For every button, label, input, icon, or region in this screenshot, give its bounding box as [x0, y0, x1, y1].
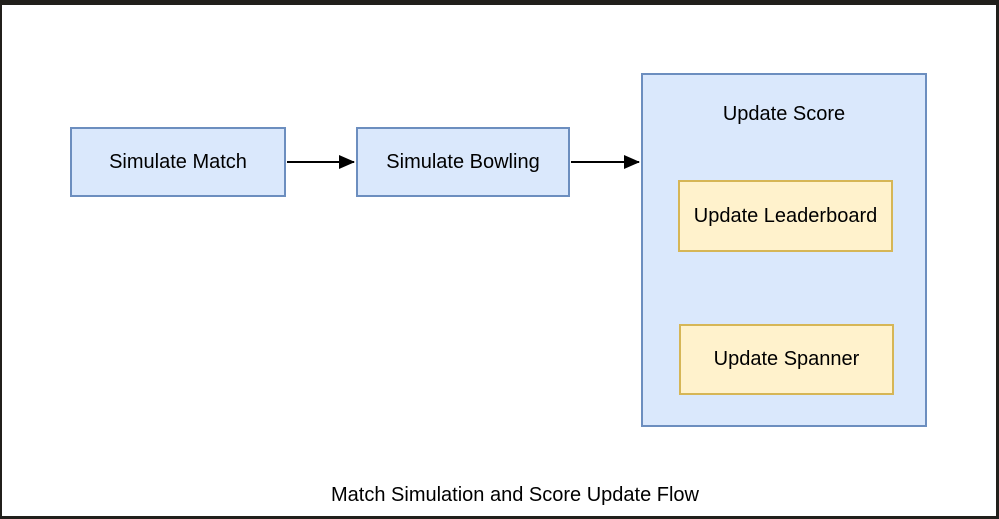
diagram-canvas: Simulate Match Simulate Bowling Update S…	[2, 5, 996, 516]
node-update-spanner[interactable]: Update Spanner	[679, 324, 894, 395]
node-update-leaderboard-label: Update Leaderboard	[693, 204, 878, 227]
diagram-caption: Match Simulation and Score Update Flow	[331, 484, 699, 506]
node-simulate-match[interactable]: Simulate Match	[70, 127, 286, 197]
node-update-score-label: Update Score	[722, 103, 846, 125]
node-update-leaderboard[interactable]: Update Leaderboard	[678, 180, 893, 252]
node-simulate-bowling[interactable]: Simulate Bowling	[356, 127, 570, 197]
node-update-spanner-label: Update Spanner	[713, 348, 860, 370]
node-update-score[interactable]: Update Score Update Leaderboard Update S…	[641, 73, 927, 427]
node-simulate-match-label: Simulate Match	[109, 150, 247, 173]
node-simulate-bowling-label: Simulate Bowling	[386, 150, 540, 173]
